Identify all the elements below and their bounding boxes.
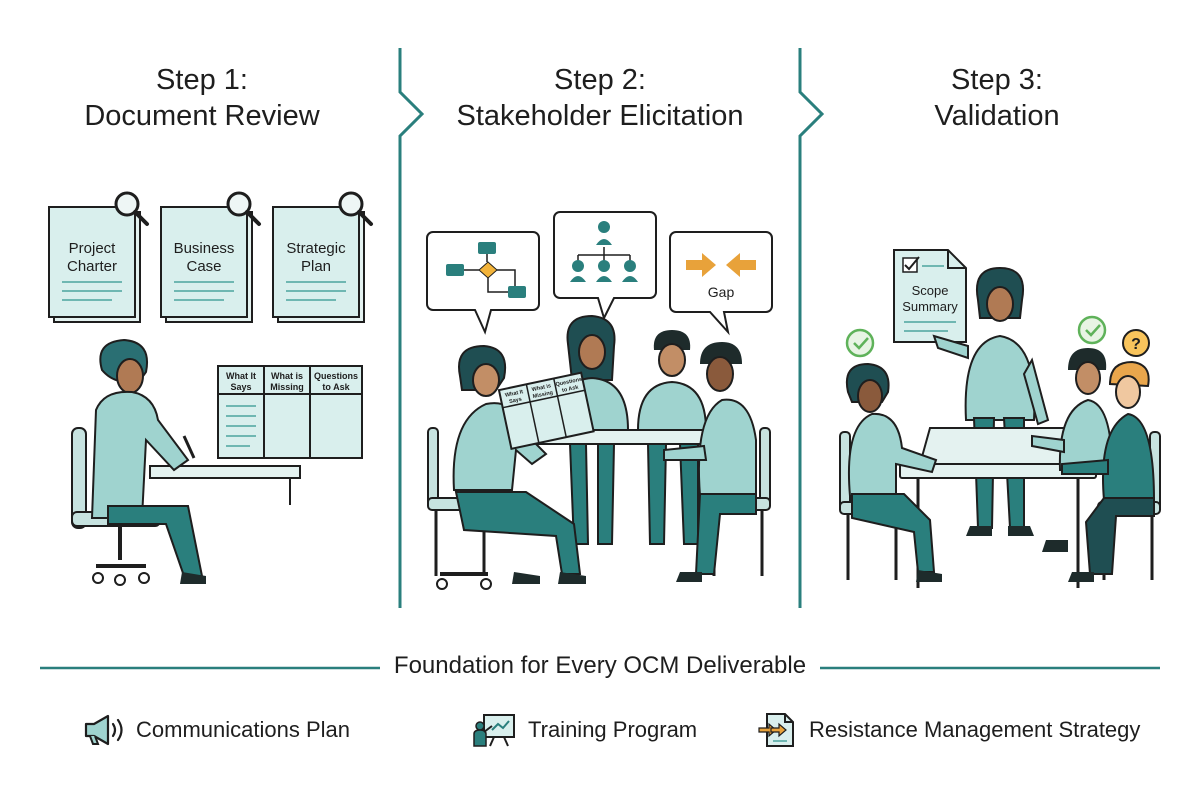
document-project-charter: Project Charter xyxy=(48,191,149,323)
step1-name: Document Review xyxy=(84,100,320,132)
step-divider-2 xyxy=(798,48,825,608)
person-reviewing xyxy=(90,338,206,584)
step2-title: Step 2: Stakeholder Elicitation xyxy=(400,62,800,134)
speech-bubble-gap: Gap xyxy=(669,231,773,336)
question-mark-icon: ? xyxy=(1131,336,1141,353)
presentation-board-icon xyxy=(473,714,515,747)
doc-label-line1: Business xyxy=(174,240,235,257)
step2-name: Stakeholder Elicitation xyxy=(456,100,744,132)
foundation-heading: Foundation for Every OCM Deliverable xyxy=(0,652,1200,680)
sheet-col-header-line2: to Ask xyxy=(562,384,580,394)
document-strategic-plan: Strategic Plan xyxy=(272,191,373,323)
step3-meeting-scene xyxy=(838,266,1162,588)
scope-doc-line2: Summary xyxy=(902,299,958,314)
doc-label-line2: Plan xyxy=(301,258,331,275)
step-divider-1 xyxy=(398,48,425,608)
doc-label-line1: Project xyxy=(69,240,117,257)
deliverable-label: Communications Plan xyxy=(136,717,350,742)
scope-doc-line1: Scope xyxy=(912,283,949,298)
person-seated-right-front xyxy=(1061,360,1162,582)
doc-label-line1: Strategic xyxy=(286,240,346,257)
sheet-col-header-line1: What It xyxy=(505,389,524,399)
checkbox-icon xyxy=(902,257,918,273)
check-icon xyxy=(1085,324,1101,337)
person-seated-left xyxy=(838,362,942,582)
check-icon xyxy=(853,337,869,350)
doc-label-line2: Charter xyxy=(67,258,117,275)
person-presenter xyxy=(932,266,1050,536)
board-col-header-line1: What It xyxy=(226,371,256,381)
step3-number: Step 3: xyxy=(951,64,1043,96)
sheet-col-header-line2: Says xyxy=(509,397,523,406)
board-col-header-line2: Says xyxy=(230,382,251,392)
board-col-header-line2: to Ask xyxy=(322,382,350,392)
step1-documents: Project Charter Business Case St xyxy=(48,191,373,323)
document-business-case: Business Case xyxy=(160,191,261,323)
deliverable-resistance-management-strategy: Resistance Management Strategy xyxy=(757,712,1140,748)
deliverable-training-program: Training Program xyxy=(472,712,697,748)
arrow-left-icon xyxy=(726,253,756,277)
gap-label: Gap xyxy=(708,284,735,300)
step1-title: Step 1: Document Review xyxy=(2,62,402,134)
check-badge-right xyxy=(1077,315,1107,345)
check-badge-left xyxy=(845,328,875,358)
step1-number: Step 1: xyxy=(156,64,248,96)
board-col-header-line1: What is xyxy=(271,371,303,381)
arrows-document-icon xyxy=(758,713,794,747)
review-board: What It Says What is Missing Questions t… xyxy=(217,365,363,459)
handout-sheet: What It Says What is Missing Questions t… xyxy=(497,371,595,450)
person-man-center xyxy=(636,330,708,545)
deliverable-label: Training Program xyxy=(528,717,698,742)
sheet-col-header-line1: Questions xyxy=(555,377,583,388)
sheet-col-header-line1: What is xyxy=(531,383,551,393)
foundation-heading-text: Foundation for Every OCM Deliverable xyxy=(379,652,821,679)
sheet-col-header-line2: Missing xyxy=(532,390,553,400)
speech-bubble-org-chart xyxy=(553,211,657,321)
board-col-header-line1: Questions xyxy=(314,371,358,381)
step2-number: Step 2: xyxy=(554,64,646,96)
doc-label-line2: Case xyxy=(186,258,221,275)
board-col-header-line2: Missing xyxy=(270,382,304,392)
step3-name: Validation xyxy=(934,100,1060,132)
question-badge: ? xyxy=(1122,329,1150,357)
step1-desk-scene xyxy=(71,338,301,586)
deliverable-label: Resistance Management Strategy xyxy=(809,717,1141,742)
person-man-right xyxy=(663,342,757,582)
arrow-right-icon xyxy=(686,253,716,277)
deliverable-communications-plan: Communications Plan xyxy=(82,712,350,748)
step2-meeting-scene: What It Says What is Missing Questions t… xyxy=(426,314,772,590)
speech-bubble-flowchart xyxy=(426,231,540,335)
megaphone-icon xyxy=(84,714,123,746)
person-seated-right-back xyxy=(1031,348,1114,552)
scope-summary-document: Scope Summary xyxy=(893,249,967,343)
step3-title: Step 3: Validation xyxy=(797,62,1197,134)
